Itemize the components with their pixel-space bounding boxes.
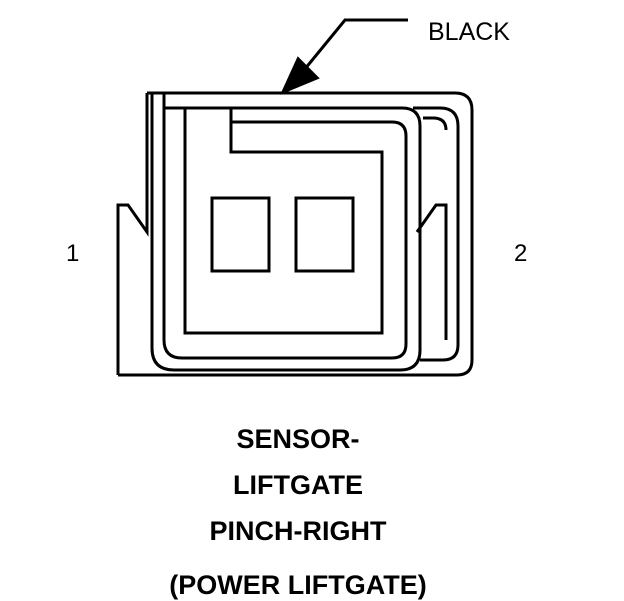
housing-outer bbox=[150, 93, 422, 372]
terminal-cavity-1 bbox=[210, 196, 271, 273]
housing-middle bbox=[162, 108, 408, 360]
caption-line-1: SENSOR- bbox=[236, 424, 360, 454]
caption-line-2: LIFTGATE bbox=[233, 470, 363, 500]
leader-arrowhead bbox=[280, 56, 320, 95]
right-lock-tab bbox=[415, 203, 448, 340]
terminal-cavity-2 bbox=[294, 196, 355, 273]
connector-outer-shell bbox=[118, 91, 474, 377]
pin-label-2: 2 bbox=[514, 240, 528, 267]
right-inner-shell-outer bbox=[413, 106, 460, 362]
right-inner-shell-inner bbox=[423, 116, 448, 131]
housing-inner bbox=[183, 108, 384, 335]
wire-color-label: BLACK bbox=[428, 18, 510, 46]
left-lock-tab bbox=[116, 93, 149, 375]
pin-label-1: 1 bbox=[66, 240, 80, 267]
caption-line-4: (POWER LIFTGATE) bbox=[169, 570, 427, 600]
leader-line bbox=[298, 18, 408, 76]
caption-line-3: PINCH-RIGHT bbox=[209, 516, 387, 546]
